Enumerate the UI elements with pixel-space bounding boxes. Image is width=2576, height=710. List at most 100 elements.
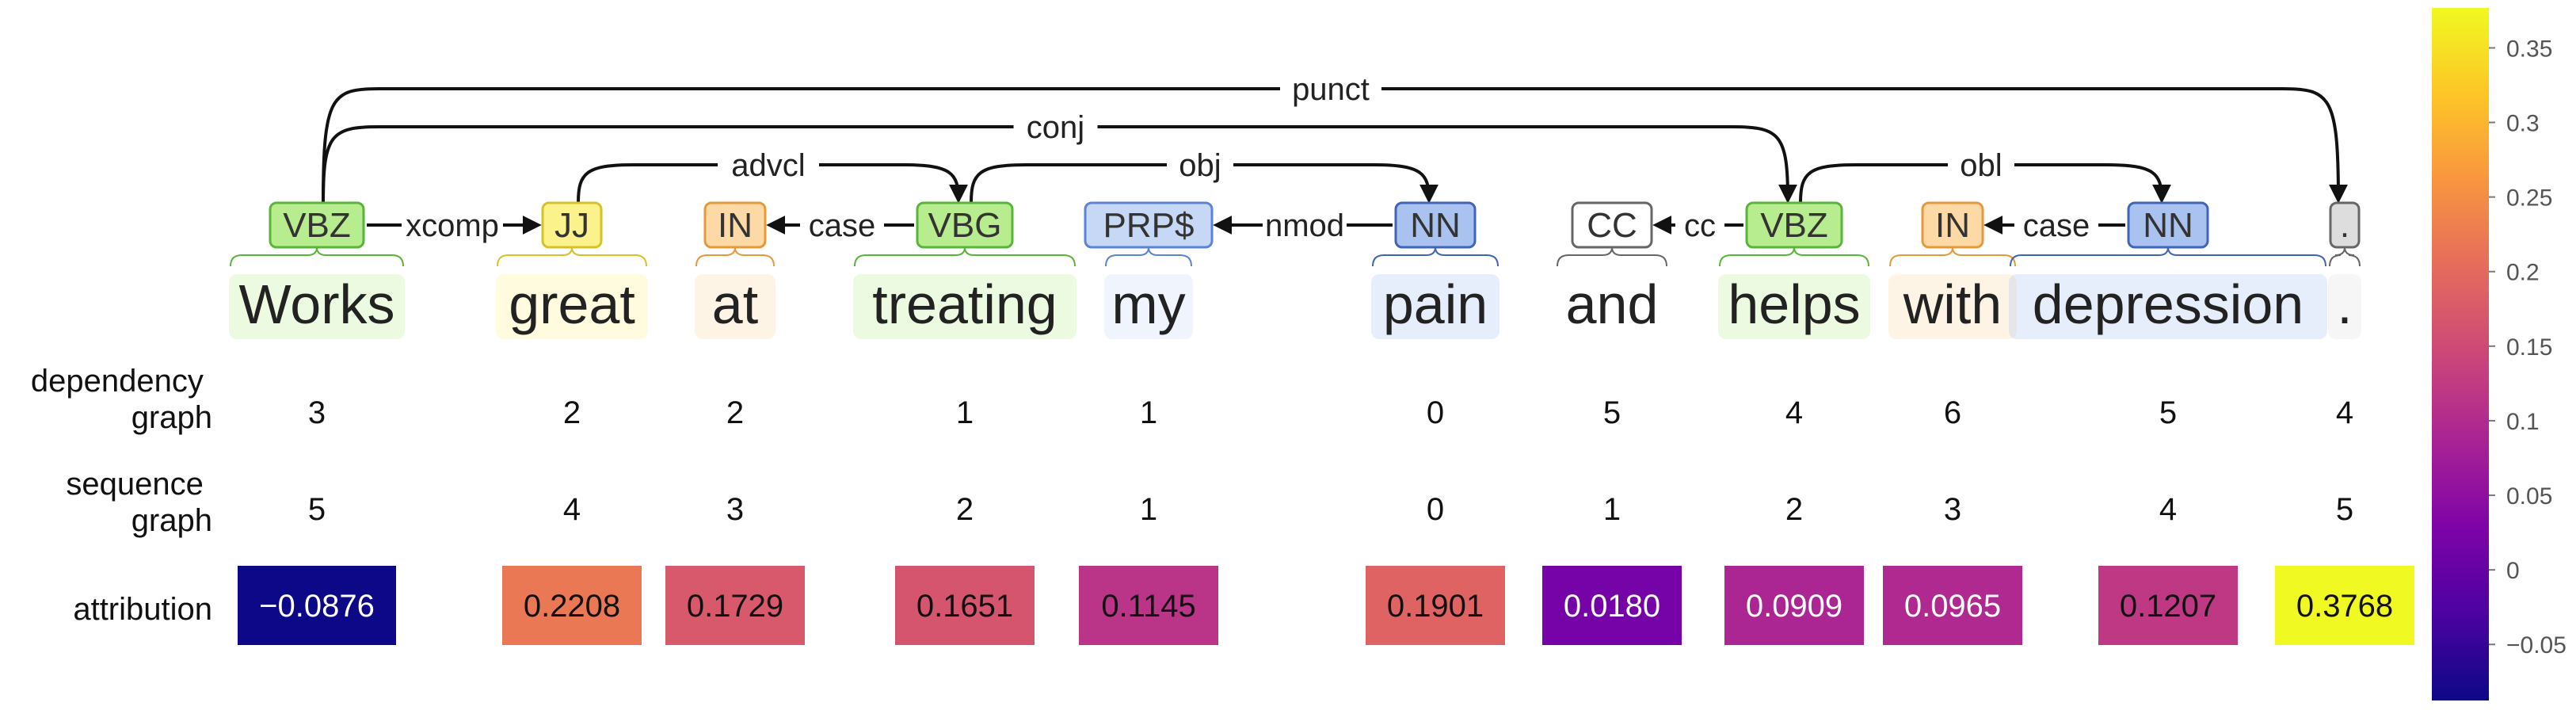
dependency-arc: nmod — [1213, 206, 1393, 243]
pos-tag: IN — [718, 206, 753, 245]
attribution-cell — [895, 566, 1035, 645]
arc-label: cc — [1684, 208, 1716, 243]
colorbar-tick-label: 0.35 — [2506, 36, 2552, 62]
dependency-distance: 2 — [726, 395, 744, 430]
attribution-value: 0.1207 — [2120, 589, 2216, 624]
dependency-arc: punct — [322, 70, 2348, 204]
arc-label-background — [1675, 206, 1724, 242]
arc-label-background — [1167, 146, 1233, 182]
word-highlight — [2009, 274, 2327, 339]
pos-tag: VBZ — [1760, 206, 1828, 245]
token-word: Works — [238, 273, 394, 335]
colorbar-tick-label: −0.05 — [2506, 632, 2566, 658]
dependency-arc: advcl — [577, 146, 968, 204]
attribution-value: 0.2208 — [524, 589, 620, 624]
token-word: pain — [1383, 273, 1488, 335]
word-brace — [497, 246, 647, 267]
arc-label-background — [718, 146, 819, 182]
dependency-distance: 4 — [1785, 395, 1803, 430]
sequence-graph-row-label: sequence graph — [66, 467, 212, 538]
token-columns: VBZWorks35−0.0876JJgreat240.2208INat230.… — [229, 201, 2414, 645]
arc-label: obl — [1960, 148, 2002, 183]
colorbar-tick-label: 0.2 — [2506, 260, 2540, 286]
pos-tag: VBZ — [283, 206, 351, 245]
attribution-cell — [1366, 566, 1505, 645]
pos-tag-box — [541, 201, 603, 249]
pos-tag-box — [2329, 201, 2361, 249]
token-word: at — [712, 273, 758, 335]
pos-tag: JJ — [554, 206, 589, 245]
pos-tag: IN — [1935, 206, 1970, 245]
dependency-arc: cc — [1652, 206, 1743, 243]
pos-tag: . — [2340, 206, 2349, 245]
colorbar-tick-label: 0.3 — [2506, 111, 2540, 137]
dependency-distance: 6 — [1944, 395, 1961, 430]
pos-tag: NN — [1410, 206, 1461, 245]
attribution-cell — [1883, 566, 2022, 645]
attribution-value: 0.0180 — [1564, 589, 1660, 624]
arc-label-background — [1013, 108, 1098, 144]
pos-tag: PRP$ — [1103, 206, 1195, 245]
word-brace — [1105, 246, 1192, 267]
token-word: with — [1903, 273, 2002, 335]
pos-tag-box — [1745, 201, 1843, 249]
sequence-distance: 1 — [1603, 492, 1621, 527]
pos-tag-box — [269, 201, 365, 249]
pos-tag-box — [1084, 201, 1214, 249]
attribution-cell — [502, 566, 642, 645]
dependency-distance: 5 — [2159, 395, 2177, 430]
arc-label-background — [1280, 70, 1381, 106]
sequence-distance: 2 — [1785, 492, 1803, 527]
attribution-colorbar: 0.350.30.250.20.150.10.050−0.05 — [2432, 8, 2566, 700]
arc-label-background — [402, 206, 503, 242]
sequence-distance: 2 — [956, 492, 974, 527]
attribution-value: 0.1145 — [1101, 589, 1195, 624]
token-word: helps — [1728, 273, 1860, 335]
dependency-arc: xcomp — [367, 206, 542, 243]
dependency-distance: 0 — [1427, 395, 1444, 430]
pos-tag-box — [1394, 201, 1477, 249]
arc-label-background — [1263, 206, 1347, 242]
dependency-arc: case — [766, 206, 914, 243]
pos-tag: NN — [2143, 206, 2193, 245]
sequence-distance: 4 — [563, 492, 581, 527]
row-labels: dependency graph sequence graph attribut… — [31, 364, 212, 627]
pos-tag: CC — [1587, 206, 1637, 245]
colorbar-tick-label: 0.1 — [2506, 409, 2540, 435]
word-highlight — [229, 274, 405, 339]
attribution-cell — [238, 566, 396, 645]
word-brace — [1557, 246, 1667, 267]
dependency-distance: 1 — [956, 395, 974, 430]
arc-label-background — [800, 206, 884, 242]
token-word: . — [2337, 273, 2352, 335]
colorbar-gradient — [2432, 8, 2489, 700]
colorbar-tick-label: 0 — [2506, 558, 2520, 584]
arc-label: advcl — [731, 148, 805, 183]
dependency-arc: obj — [970, 146, 1439, 204]
arc-label: obj — [1179, 148, 1221, 183]
dependency-distance: 3 — [308, 395, 326, 430]
attribution-cell — [665, 566, 805, 645]
pos-tag-box — [1571, 201, 1653, 249]
token-word: great — [509, 273, 635, 335]
word-brace — [854, 246, 1076, 267]
sequence-distance: 0 — [1427, 492, 1444, 527]
word-brace — [2329, 246, 2361, 267]
pos-tag-box — [1921, 201, 1984, 249]
arc-label: case — [2023, 208, 2090, 243]
dependency-arc: conj — [322, 108, 1797, 204]
sequence-distance: 5 — [308, 492, 326, 527]
word-brace — [1719, 246, 1869, 267]
word-highlight — [1718, 274, 1870, 339]
